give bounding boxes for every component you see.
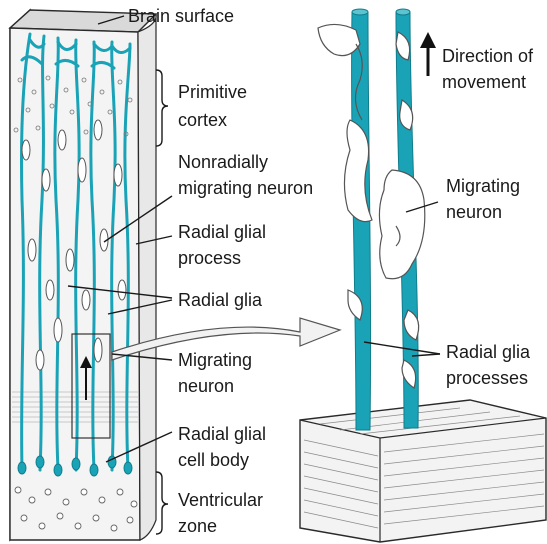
label-ventricular-2: zone [178,516,217,536]
label-primitive-cortex-2: cortex [178,110,227,130]
label-nonradial-2: migrating neuron [178,178,313,198]
label-cell-body-2: cell body [178,450,249,470]
label-ventricular-1: Ventricular [178,490,263,510]
label-radial-glia: Radial glia [178,290,263,310]
label-migrating-neuron-right-2: neuron [446,202,502,222]
label-radial-glial-process-1: Radial glial [178,222,266,242]
label-migrating-neuron-left-1: Migrating [178,350,252,370]
label-nonradial-1: Nonradially [178,152,268,172]
label-primitive-cortex-1: Primitive [178,82,247,102]
label-glia-processes-2: processes [446,368,528,388]
cortex-column [10,10,156,540]
direction-arrow-icon [420,32,436,76]
label-radial-glial-process-2: process [178,248,241,268]
ventricular-block [300,400,546,542]
label-glia-processes-1: Radial glia [446,342,531,362]
label-migrating-neuron-right-1: Migrating [446,176,520,196]
label-direction-1: Direction of [442,46,534,66]
label-cell-body-1: Radial glial [178,424,266,444]
label-direction-2: movement [442,72,526,92]
column-right-side [138,14,156,540]
label-migrating-neuron-left-2: neuron [178,376,234,396]
label-brain-surface: Brain surface [128,6,234,26]
